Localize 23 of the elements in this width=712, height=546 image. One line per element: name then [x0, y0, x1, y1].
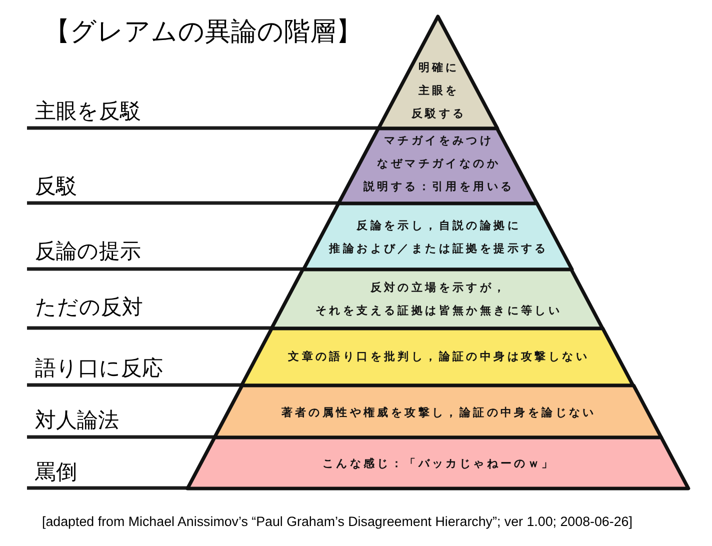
tier-label: 罵倒 [35, 460, 77, 484]
tier-label: 反論の提示 [35, 238, 141, 264]
tier-text: マチガイをみつけなぜマチガイなのか説明する：引用を用いる [362, 132, 514, 194]
tier-text: 反対の立場を示すが，それを支える証拠は皆無か無きに等しい [314, 280, 562, 318]
tier-label: 語り口に反応 [35, 356, 163, 380]
tier-text: 明確に主眼を反駁する [410, 60, 466, 122]
tier-text: 反論を示し，自説の論拠に推論および／または証拠を提示する [328, 218, 548, 256]
caption-text: [adapted from Michael Anissimov’s “Paul Graham’s Disagreement Hierarchy”; ver 1.00; 2008-06-26] [42, 513, 632, 530]
pyramid-tier [300, 200, 574, 272]
tier-label: 反駁 [35, 174, 77, 198]
tier-label: 対人論法 [35, 408, 119, 432]
pyramid-tier [269, 266, 606, 330]
pyramid-tier [212, 382, 664, 440]
pyramid-tier [336, 126, 540, 206]
tier-text: こんな感じ：「バッカじゃねーのｗ」 [321, 456, 556, 472]
tier-label: 主眼を反駁 [35, 98, 141, 124]
pyramid-tier [239, 326, 636, 388]
tier-text: 文章の語り口を批判し，論証の中身は攻撃しない [287, 348, 590, 364]
tier-text: 著者の属性や権威を攻撃し，論証の中身を論じない [280, 404, 596, 420]
pyramid-tier [184, 434, 690, 490]
pyramid-tier [376, 14, 500, 130]
tier-label: ただの反対 [35, 294, 143, 320]
diagram-title: 【グレアムの異論の階層】 [44, 16, 362, 48]
